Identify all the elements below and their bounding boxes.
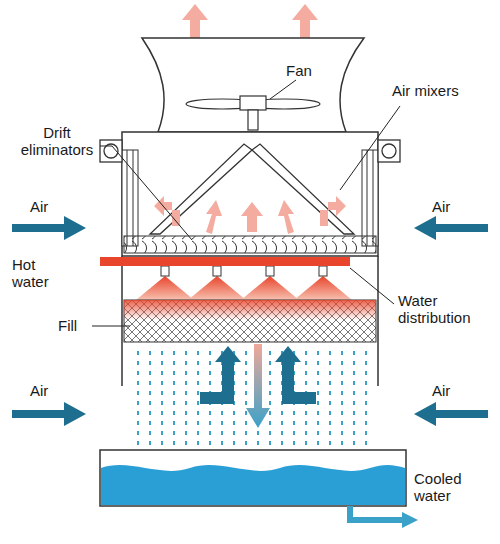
leader-line	[92, 80, 400, 326]
cooled-water	[101, 465, 405, 505]
water-flow-arrow	[246, 344, 270, 428]
basin	[100, 450, 406, 506]
part-label: Drift eliminators	[14, 124, 100, 158]
part-label: Fan	[286, 62, 346, 79]
flow-label: Air	[432, 382, 472, 399]
fan-stack	[142, 38, 364, 132]
part-label: Fill	[58, 317, 98, 334]
fill-heat	[124, 300, 376, 320]
air-flow-arrow	[154, 196, 346, 234]
fan	[186, 96, 320, 130]
flow-label: Air	[432, 198, 472, 215]
air-mixer	[150, 144, 354, 234]
drift-eliminator	[124, 236, 376, 253]
outlet-pipe	[350, 506, 404, 520]
falling-water	[128, 346, 374, 446]
nozzle	[161, 266, 327, 276]
part-label: Air mixers	[392, 82, 488, 99]
flow-label: Air	[30, 382, 70, 399]
upper-housing	[122, 132, 378, 256]
flow-label: Air	[30, 198, 70, 215]
spray-cone	[136, 276, 352, 300]
hot-water-pipe	[100, 257, 350, 266]
fill-media	[124, 300, 376, 342]
exhaust-arrow	[182, 4, 318, 42]
part-label: Water distribution	[398, 292, 496, 326]
flow-label: Cooled water	[414, 470, 494, 504]
flow-label: Hot water	[12, 256, 72, 290]
outlet-arrow	[402, 512, 418, 528]
